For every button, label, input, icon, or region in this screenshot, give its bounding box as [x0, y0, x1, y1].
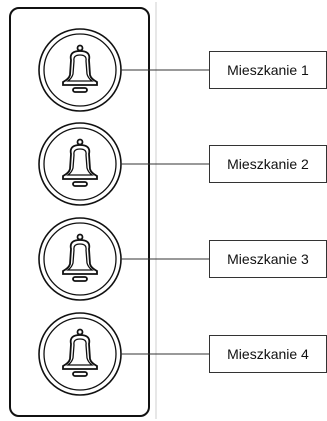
bell-button-3[interactable] [38, 217, 122, 301]
apartment-label-4: Mieszkanie 4 [209, 335, 327, 373]
bell-button-1[interactable] [38, 28, 122, 112]
bell-button-4[interactable] [38, 312, 122, 396]
bell-icon [62, 233, 98, 282]
bell-button-2[interactable] [38, 122, 122, 206]
bell-icon [62, 138, 98, 187]
apartment-label-3: Mieszkanie 3 [209, 240, 327, 278]
intercom-panel [9, 7, 150, 417]
apartment-label-2: Mieszkanie 2 [209, 145, 327, 183]
apartment-label-1: Mieszkanie 1 [209, 51, 327, 89]
bell-icon [62, 44, 98, 93]
bell-icon [62, 328, 98, 377]
